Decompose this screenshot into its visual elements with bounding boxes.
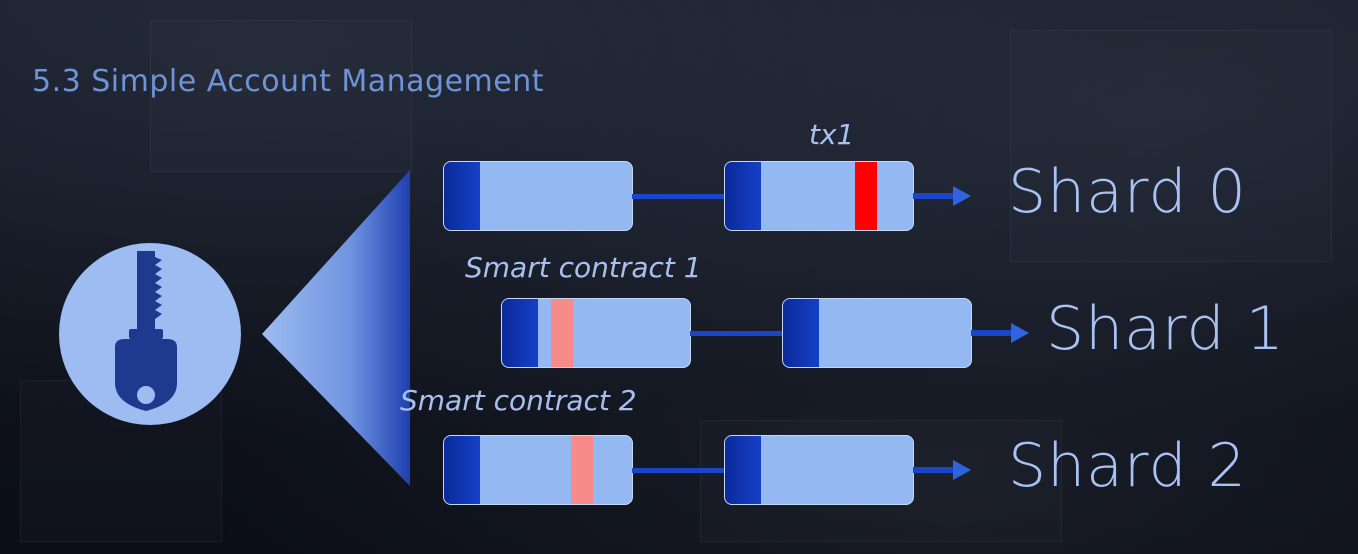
slide-title: 5.3 Simple Account Management xyxy=(32,64,545,99)
block-shard2-2 xyxy=(724,435,914,505)
block-head xyxy=(725,162,761,230)
tx1-label: tx1 xyxy=(809,118,855,151)
block-head xyxy=(502,299,538,367)
chain-link xyxy=(690,331,784,336)
block-shard0-2 xyxy=(724,161,914,231)
block-head xyxy=(444,436,480,504)
block-shard0-1 xyxy=(443,161,633,231)
smart-contract-2-marker xyxy=(571,436,593,504)
chain-link xyxy=(632,194,726,199)
tx1-marker xyxy=(855,162,877,230)
smart-contract-1-marker xyxy=(551,299,573,367)
block-head xyxy=(783,299,819,367)
chain-link xyxy=(632,468,726,473)
arrow-right-icon xyxy=(913,186,971,206)
block-shard1-2 xyxy=(782,298,972,368)
block-shard2-1 xyxy=(443,435,633,505)
fan-connector xyxy=(262,170,410,486)
block-head xyxy=(725,436,761,504)
shard-0-label: Shard 0 xyxy=(1008,157,1247,227)
smart-contract-1-label: Smart contract 1 xyxy=(465,251,702,284)
arrow-right-icon xyxy=(971,323,1029,343)
key-icon xyxy=(115,251,177,411)
shard-2-label: Shard 2 xyxy=(1008,431,1247,501)
smart-contract-2-label: Smart contract 2 xyxy=(400,384,637,417)
arrow-right-icon xyxy=(913,460,971,480)
background-shape xyxy=(1010,30,1332,262)
shard-1-label: Shard 1 xyxy=(1046,294,1285,364)
background-shape xyxy=(150,20,412,172)
block-head xyxy=(444,162,480,230)
block-shard1-1 xyxy=(501,298,691,368)
